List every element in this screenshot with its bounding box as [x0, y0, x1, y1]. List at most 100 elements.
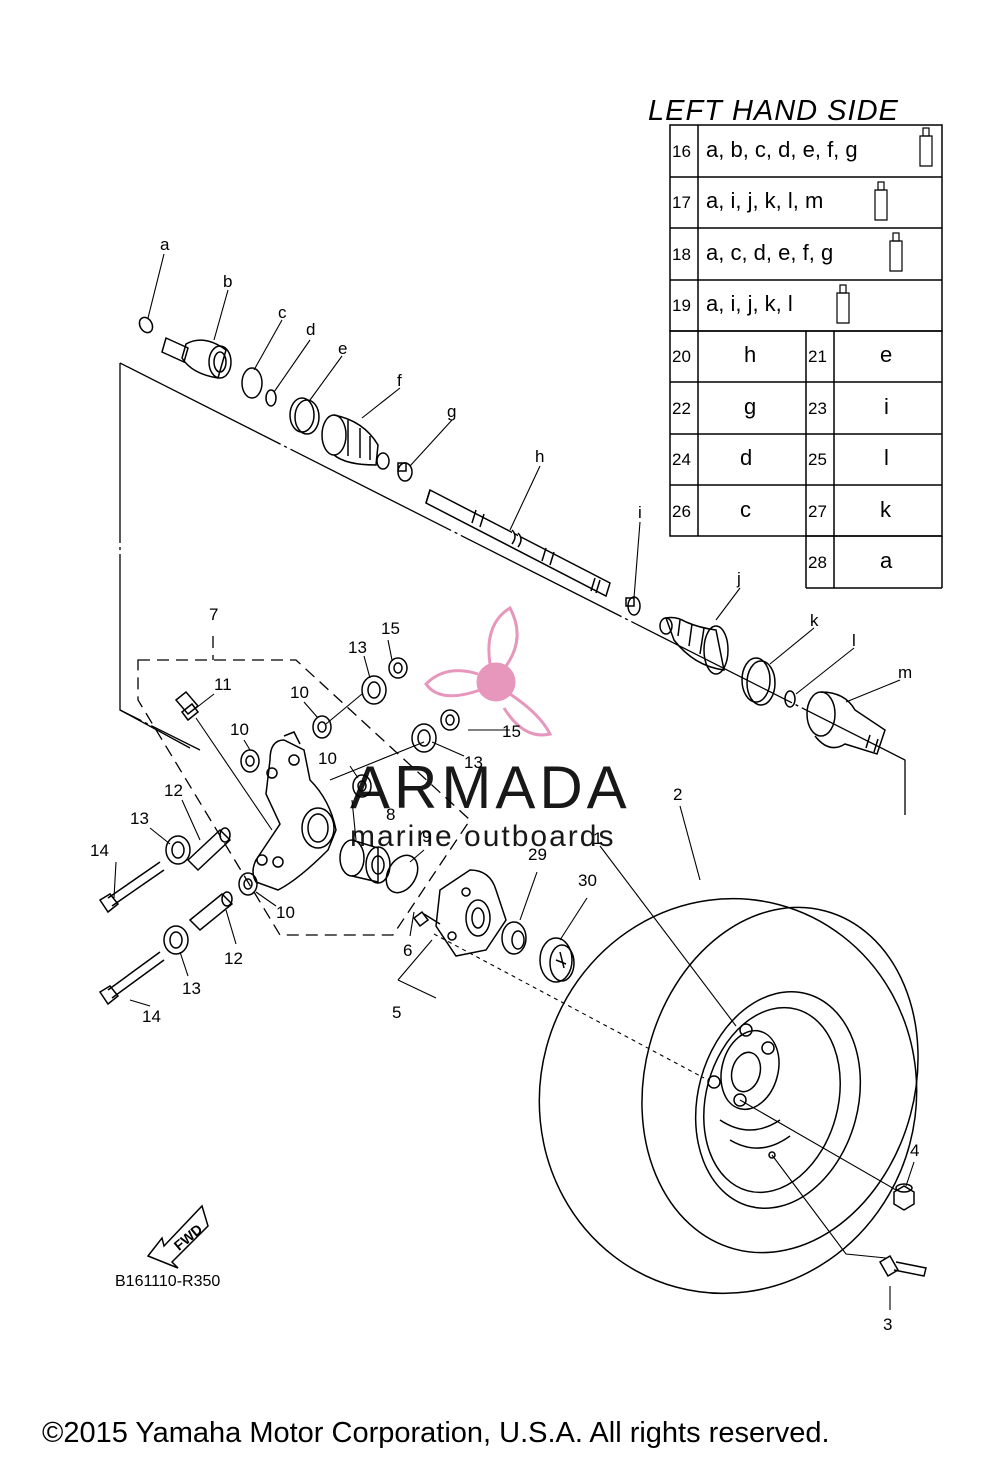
- callout-8: 8: [386, 805, 395, 824]
- reference-code: B161110-R350: [115, 1273, 220, 1290]
- callout-11: 11: [214, 675, 232, 694]
- table-row-part: h: [744, 342, 756, 367]
- part-13-seal: [411, 723, 437, 753]
- part-g-boot-band: [397, 462, 413, 482]
- callout-1: 1: [593, 829, 602, 848]
- part-a-circlip: [138, 316, 154, 334]
- table-row-num: 24: [672, 450, 691, 469]
- callout-29: 29: [528, 845, 547, 864]
- table-row-num: 20: [672, 347, 691, 366]
- callout-10: 10: [290, 683, 309, 702]
- part-15-cap: [388, 657, 408, 679]
- table-row-part: l: [884, 445, 889, 470]
- callout-g: g: [447, 402, 456, 421]
- grease-tube-icon: [919, 127, 933, 167]
- table-row-num: 22: [672, 399, 691, 418]
- callout-3: 3: [883, 1315, 892, 1334]
- callout-labels: a b c d e f g h i j k l m 1 2 3 4 5 6 7 …: [90, 235, 919, 1334]
- table-row-num: 23: [808, 399, 827, 418]
- callout-13: 13: [464, 753, 483, 772]
- part-1-wheel-rim: [694, 990, 862, 1210]
- table-row-part: c: [740, 497, 751, 522]
- part-l-circlip: [784, 690, 796, 708]
- callout-14: 14: [142, 1007, 161, 1026]
- table-row-part: a: [880, 548, 893, 573]
- callout-15: 15: [502, 722, 521, 741]
- part-10-bushing: [240, 749, 260, 773]
- callout-12: 12: [224, 949, 243, 968]
- part-10-bushing: [312, 715, 332, 739]
- callout-h: h: [535, 447, 544, 466]
- part-4-wheel-nut: [893, 1183, 915, 1211]
- callout-15: 15: [381, 619, 400, 638]
- callout-c: c: [278, 303, 287, 322]
- callout-l: l: [852, 631, 856, 650]
- part-i-boot-band: [625, 596, 641, 616]
- part-j-boot: [659, 616, 729, 675]
- knuckle-parts: [98, 657, 575, 1006]
- callout-13: 13: [348, 638, 367, 657]
- part-h-shaft: [425, 488, 611, 598]
- part-14-bolt: [98, 951, 165, 1006]
- table-row-parts: a, i, j, k, l, m: [706, 188, 823, 213]
- part-13-seal: [163, 925, 189, 955]
- part-10-bushing: [238, 872, 258, 896]
- part-5-hub: [435, 869, 507, 957]
- callout-k: k: [810, 611, 819, 630]
- part-2-tire: [538, 897, 918, 1295]
- callout-d: d: [306, 320, 315, 339]
- table-row-num: 17: [672, 193, 691, 212]
- part-6-bolt: [412, 910, 441, 928]
- part-c-o-ring: [241, 367, 263, 399]
- wheel-assembly: [538, 897, 927, 1295]
- table-row-num: 26: [672, 502, 691, 521]
- callout-10: 10: [318, 749, 337, 768]
- table-row-part: e: [880, 342, 892, 367]
- table-row-num: 27: [808, 502, 827, 521]
- part-8-bearing: [339, 839, 391, 884]
- grease-tube-icon: [836, 284, 850, 324]
- fwd-arrow-icon: FWD: [146, 1204, 209, 1269]
- part-f-boot: [321, 414, 390, 470]
- callout-9: 9: [422, 827, 431, 846]
- armada-watermark: ARMADA marine outboards: [350, 605, 631, 853]
- callout-f: f: [397, 371, 402, 390]
- table-row-part: g: [744, 394, 756, 419]
- table-row-parts: a, i, j, k, l: [706, 291, 793, 316]
- part-7-knuckle: [252, 731, 337, 891]
- table-row-num: 16: [672, 142, 691, 161]
- part-12-collar: [186, 827, 232, 872]
- part-e-boot-band: [289, 397, 320, 435]
- callout-13: 13: [182, 979, 201, 998]
- part-14-bolt: [98, 861, 165, 914]
- grease-tube-icons: [836, 127, 933, 324]
- callout-6: 6: [403, 941, 412, 960]
- knuckle-assembly-outline: [137, 636, 471, 936]
- propeller-logo-icon: [424, 605, 553, 737]
- copyright-notice: ©2015 Yamaha Motor Corporation, U.S.A. A…: [42, 1417, 830, 1449]
- callout-12: 12: [164, 781, 183, 800]
- table-row-parts: a, c, d, e, f, g: [706, 240, 833, 265]
- callout-e: e: [338, 339, 347, 358]
- callout-j: j: [736, 569, 741, 588]
- callout-10: 10: [276, 903, 295, 922]
- grease-tube-icon: [889, 232, 903, 272]
- fwd-label: FWD: [171, 1221, 206, 1254]
- part-12-collar: [188, 891, 234, 932]
- table-row-parts: a, b, c, d, e, f, g: [706, 137, 858, 162]
- part-d-circlip: [265, 389, 277, 407]
- callout-a: a: [160, 235, 170, 254]
- table-title: LEFT HAND SIDE: [648, 95, 899, 127]
- part-b-inner-joint: [161, 336, 232, 379]
- part-k-boot-band: [741, 657, 776, 706]
- table-text: 16 a, b, c, d, e, f, g 17 a, i, j, k, l,…: [672, 137, 893, 573]
- table-row-num: 28: [808, 553, 827, 572]
- callout-5: 5: [392, 1003, 401, 1022]
- table-row-num: 25: [808, 450, 827, 469]
- watermark-brand: ARMADA: [350, 754, 631, 821]
- table-row-num: 18: [672, 245, 691, 264]
- watermark-tagline: marine outboards: [350, 820, 615, 853]
- callout-10: 10: [230, 720, 249, 739]
- callout-14: 14: [90, 841, 109, 860]
